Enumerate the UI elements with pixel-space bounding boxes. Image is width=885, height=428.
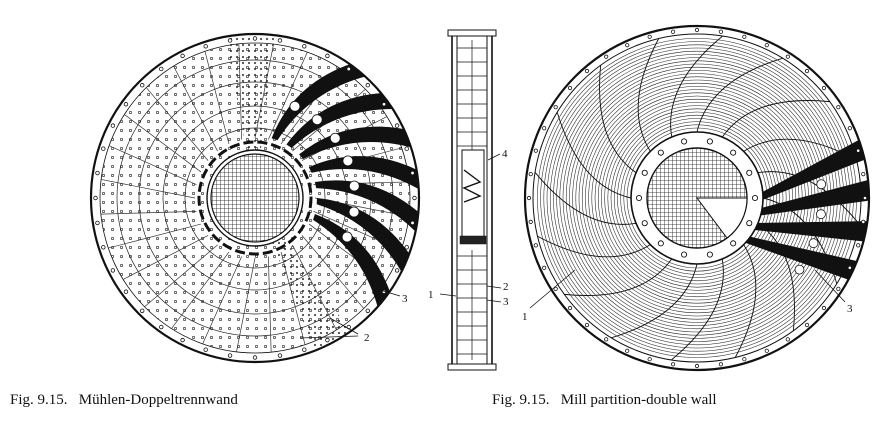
caption-german-number: Fig. 9.15. — [10, 392, 68, 408]
side-callout-3: 3 — [503, 296, 509, 308]
left-callout-3: 3 — [402, 293, 408, 305]
side-callout-4: 4 — [502, 148, 508, 160]
side-callout-2: 2 — [503, 281, 509, 293]
side-section-drawing — [439, 29, 502, 371]
right-callout-1: 1 — [522, 311, 528, 323]
caption-german-text: Mühlen-Doppeltrennwand — [78, 392, 238, 408]
left-disc-drawing — [89, 32, 421, 364]
right-callout-3: 3 — [847, 303, 853, 315]
caption-english-text: Mill partition-double wall — [560, 392, 717, 408]
left-callout-2: 2 — [364, 332, 370, 344]
caption-german: Fig. 9.15. Mühlen-Doppeltrennwand — [10, 392, 238, 409]
right-disc-drawing — [523, 24, 871, 372]
caption-english: Fig. 9.15. Mill partition-double wall — [492, 392, 717, 409]
caption-english-number: Fig. 9.15. — [492, 392, 550, 408]
side-callout-1: 1 — [428, 289, 434, 301]
